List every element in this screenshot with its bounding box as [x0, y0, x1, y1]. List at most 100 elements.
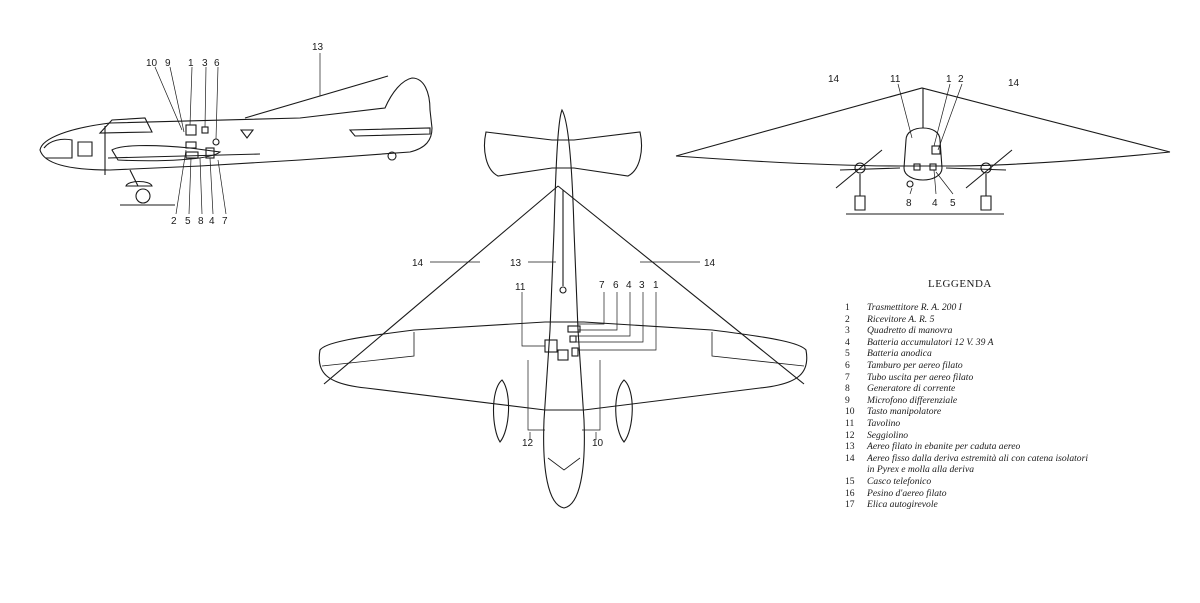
- front-gear-right: [980, 174, 992, 211]
- side-antenna-wire: [244, 75, 389, 119]
- legend-item-text: Aereo filato in ebanite per caduta aereo: [867, 441, 1021, 453]
- plan-callout-4: 4: [626, 280, 632, 291]
- legend-title: LEGGENDA: [928, 278, 992, 290]
- side-nose-glazing: [43, 138, 73, 159]
- side-callout-6: 6: [214, 58, 220, 69]
- side-wheel: [135, 188, 151, 204]
- plan-callout-3: 3: [639, 280, 645, 291]
- legend-item-number: 1: [845, 302, 850, 313]
- side-equipment-5: [185, 151, 199, 159]
- side-equipment-2: [185, 141, 197, 149]
- legend-item-number: 15: [845, 475, 855, 487]
- legend-item-number: 13: [845, 441, 855, 453]
- plan-fuselage: [543, 108, 585, 509]
- plan-callout-14-left: 14: [412, 258, 424, 269]
- plan-wire-weight: [559, 286, 567, 294]
- front-callout-14-right: 14: [1008, 78, 1020, 89]
- side-callout-7: 7: [222, 216, 228, 227]
- side-equipment-1: [185, 124, 197, 136]
- plan-callout-10: 10: [592, 438, 604, 449]
- legend-item-text: Casco telefonico: [867, 475, 932, 487]
- legend-item-text: Elica autogirevole: [867, 499, 938, 511]
- front-fuselage: [903, 127, 943, 181]
- front-gear-left: [854, 174, 866, 211]
- side-callout-9: 9: [165, 58, 171, 69]
- legend-item-text: Batteria accumulatori 12 V. 39 A: [867, 336, 994, 348]
- legend-item: 13 Aereo filato in ebanite per caduta aer…: [845, 441, 1090, 453]
- legend-item: 1 Trasmettitore R. A. 200 I: [845, 302, 1090, 314]
- legend-item-number: 17: [845, 499, 855, 511]
- front-callout-2: 2: [958, 74, 964, 85]
- side-leaders: [154, 53, 321, 215]
- legend-item-number: 11: [845, 417, 855, 429]
- legend-item-number: 6: [845, 359, 850, 371]
- side-callout-13: 13: [312, 42, 324, 53]
- front-wing-lower: [839, 167, 1007, 171]
- front-view-callouts: 14 11 1 2 14 8 4 5: [828, 74, 1020, 209]
- side-window: [77, 141, 93, 157]
- front-view-aircraft: [675, 83, 1171, 215]
- legend-item-text: Trasmettitore R. A. 200 I: [867, 302, 962, 313]
- legend-item-text: Seggiolino: [867, 429, 909, 441]
- side-callout-8: 8: [198, 216, 204, 227]
- plan-callout-6: 6: [613, 280, 619, 291]
- plan-aileron-left: [321, 332, 415, 367]
- front-propeller-right: [965, 149, 1013, 189]
- plan-callout-11: 11: [515, 282, 526, 293]
- legend-item-number: 10: [845, 406, 855, 418]
- plan-callout-14-right: 14: [704, 258, 716, 269]
- plan-view-aircraft: [318, 108, 808, 509]
- front-antenna-wires: [675, 87, 1171, 157]
- side-callout-2: 2: [171, 216, 177, 227]
- legend-item-number: 12: [845, 429, 855, 441]
- legend-item-text: Quadretto di manovra: [867, 325, 953, 337]
- plan-callout-7: 7: [599, 280, 605, 291]
- side-tailplane: [348, 127, 431, 137]
- front-equipment-4: [913, 163, 921, 171]
- plan-leaders: [430, 261, 700, 440]
- plan-nacelle-left: [493, 379, 510, 443]
- side-view-aircraft: [39, 53, 433, 215]
- side-main-gear: [125, 169, 153, 187]
- side-fuselage: [39, 77, 433, 171]
- legend-item-number: 3: [845, 325, 850, 337]
- legend-item-number: 9: [845, 394, 850, 406]
- front-leaders: [897, 83, 963, 195]
- legend-item-number: 8: [845, 383, 850, 395]
- legend-item: 8 Generatore di corrente: [845, 383, 1090, 395]
- side-equipment-3: [201, 126, 209, 134]
- side-wing: [107, 153, 261, 159]
- side-tail-wheel: [387, 151, 397, 161]
- plan-equipment-11: [544, 339, 558, 353]
- legend-item-number: 7: [845, 371, 850, 383]
- front-callout-14-left: 14: [828, 74, 840, 85]
- legend-item-text: Generatore di corrente: [867, 383, 956, 395]
- plan-view-callouts: 14 13 14 11 7 6 4 3 1 12 10: [412, 258, 716, 449]
- side-callout-10: 10: [146, 58, 158, 69]
- side-equipment-6: [212, 138, 220, 146]
- front-equipment-1: [931, 145, 941, 155]
- plan-wing: [318, 321, 808, 411]
- side-roundel: [239, 129, 255, 139]
- side-canopy: [98, 117, 153, 134]
- side-nacelle: [111, 144, 222, 162]
- plan-callout-13: 13: [510, 258, 522, 269]
- plan-tailplane: [483, 131, 643, 177]
- front-callout-4: 4: [932, 198, 938, 209]
- plan-equipment-6: [571, 347, 579, 357]
- plan-equipment-3: [569, 335, 577, 343]
- legend-item-text: Pesino d'aereo filato: [867, 487, 947, 499]
- front-wing: [675, 151, 1171, 167]
- legend-item-number: 14: [845, 452, 855, 464]
- front-equipment-5: [929, 163, 937, 171]
